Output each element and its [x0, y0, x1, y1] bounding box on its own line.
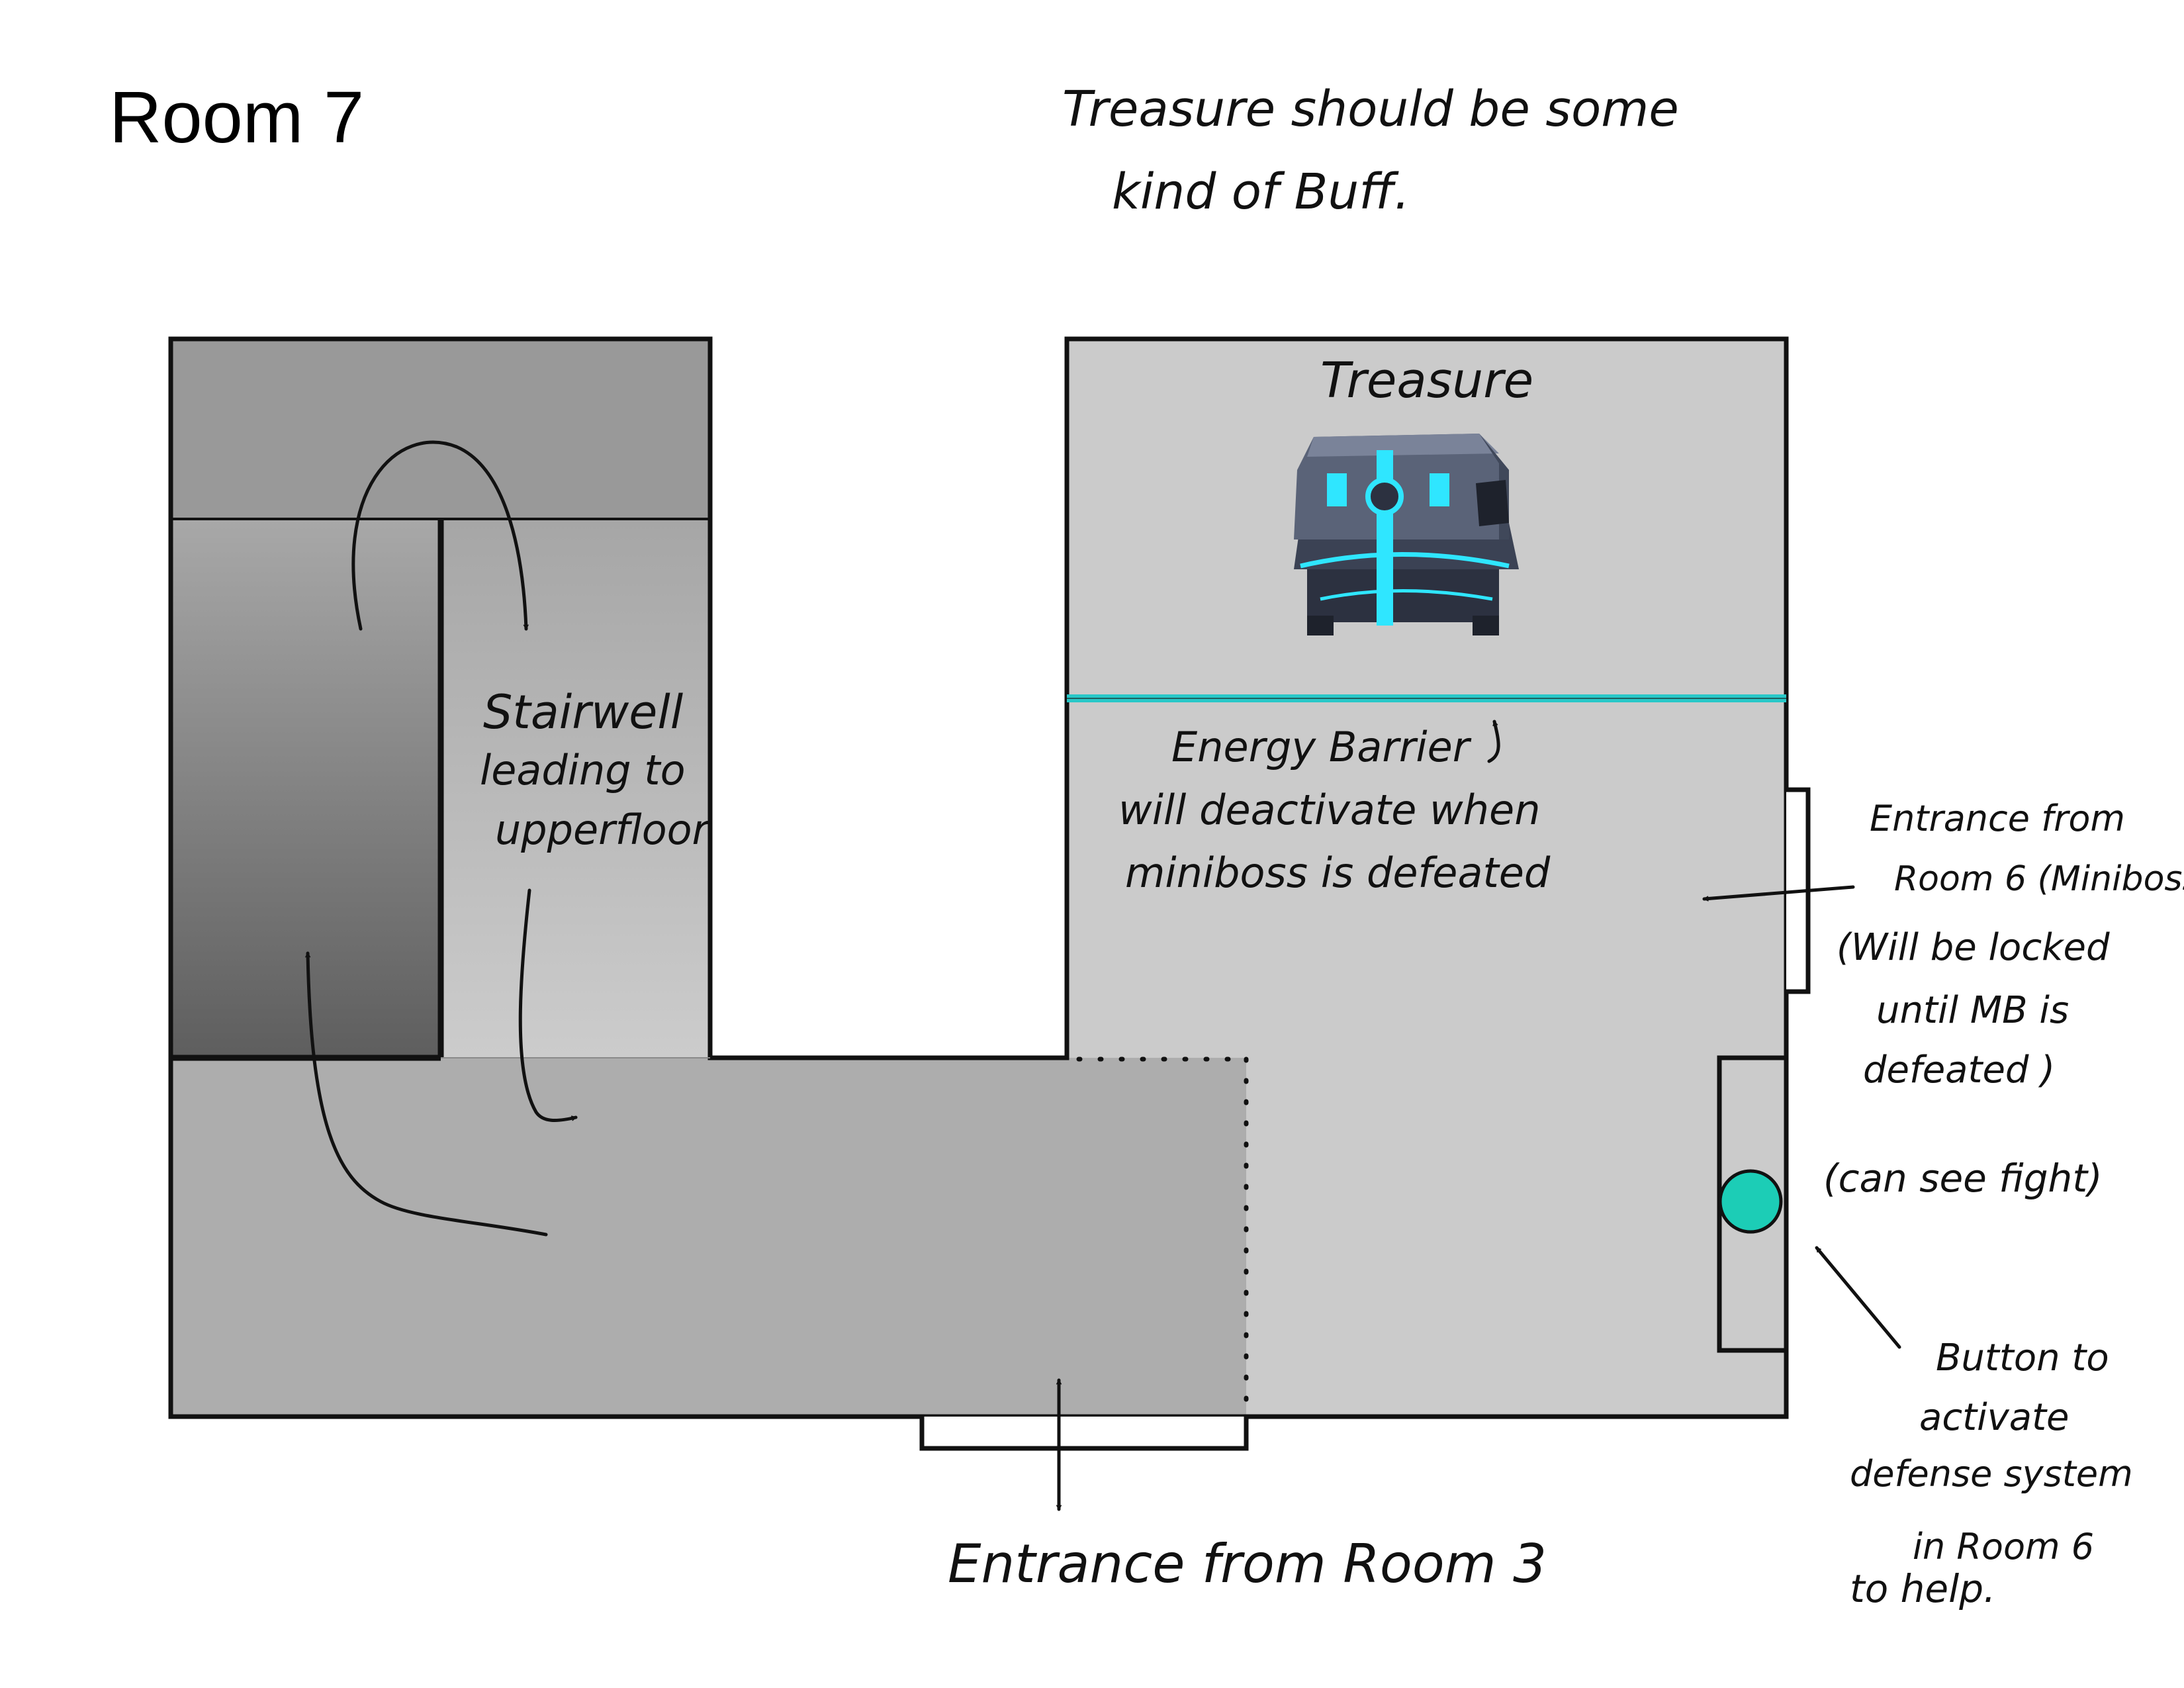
lower-room-overlap	[1067, 1058, 1246, 1417]
entrance-room-3-door	[919, 1417, 1249, 1451]
interior-lines	[171, 518, 710, 1061]
stairwell-label-line-1: Stairwell	[483, 685, 684, 739]
stair-return-arrow	[308, 951, 548, 1237]
locked-note-line-2: until MB is	[1876, 989, 2069, 1032]
treasure-note-line-2: kind of Buff.	[1112, 164, 1410, 220]
button-label-line-3: defense system	[1850, 1453, 2133, 1495]
window-label: (can see fight)	[1823, 1156, 2103, 1201]
locked-note-line-3: defeated )	[1863, 1049, 2055, 1092]
entrance-room-3-label: Entrance from Room 3	[948, 1533, 1547, 1595]
treasure-chest-icon	[1294, 434, 1519, 635]
button-label-line-2: activate	[1919, 1396, 2070, 1439]
entrance-room-6-arrow	[1702, 885, 1855, 899]
entrance-room-6-label-line-2: Room 6 (Miniboss)	[1894, 859, 2184, 899]
treasure-label: Treasure	[1320, 352, 1533, 409]
barrier-pointer-arrow	[1487, 720, 1500, 763]
stair-dark-flight	[171, 519, 441, 1058]
defense-button-icon	[1718, 1169, 1783, 1234]
locked-note-line-1: (Will be locked	[1837, 926, 2110, 969]
treasure-note-line-1: Treasure should be some	[1062, 81, 1679, 138]
button-pointer-arrow	[1815, 1246, 1901, 1349]
button-label-line-5: to help.	[1850, 1566, 1995, 1611]
room-walls	[168, 336, 1789, 1419]
stair-light-flight	[441, 519, 710, 1058]
annotation-arrows	[308, 440, 1901, 1511]
barrier-label-line-3: miniboss is defeated	[1125, 849, 1551, 897]
stairwell-label-line-3: upperfloor	[495, 806, 711, 854]
dotted-boundary	[1076, 1056, 1249, 1406]
barrier-label-line-2: will deactivate when	[1118, 786, 1541, 834]
button-label-line-1: Button to	[1936, 1336, 2109, 1380]
stair-up-arrow	[351, 440, 526, 631]
button-label-line-4: in Room 6	[1913, 1526, 2094, 1568]
page-title: Room 7	[109, 77, 364, 158]
stair-top-landing	[171, 339, 710, 519]
stairwell-label-line-2: leading to	[480, 746, 686, 794]
barrier-label-line-1: Energy Barrier	[1171, 723, 1472, 771]
entrance-room-6-label-line-1: Entrance from	[1870, 798, 2125, 839]
stair-down-arrow	[518, 888, 578, 1122]
